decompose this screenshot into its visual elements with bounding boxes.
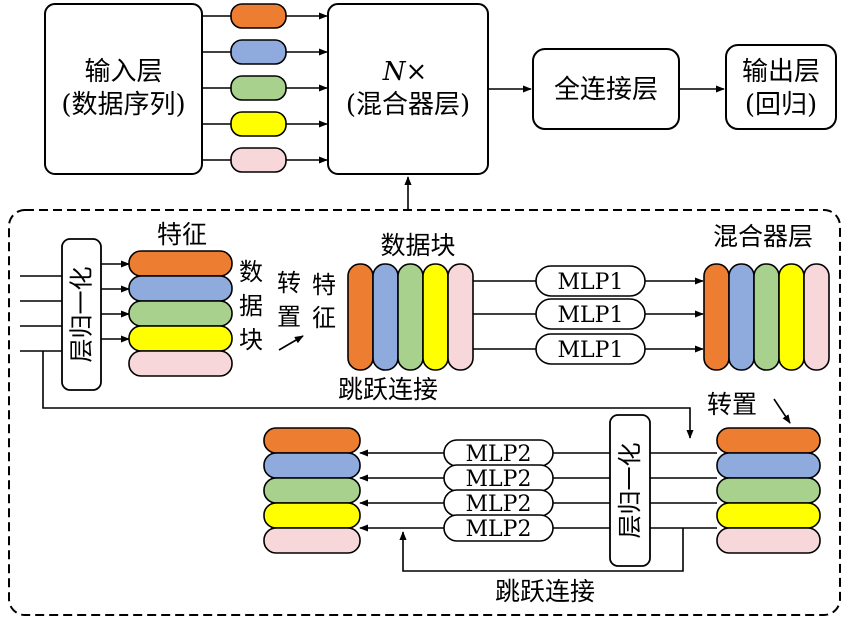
output-feature-stack bbox=[263, 427, 361, 554]
feature-stack-left bbox=[128, 250, 233, 377]
vertical-label-transpose: 转 置 bbox=[277, 269, 309, 331]
feature-bar-green bbox=[128, 300, 233, 327]
mlp2-node bbox=[443, 514, 554, 542]
skip-connection-label-2: 跳跃连接 bbox=[495, 577, 595, 606]
top-connectors bbox=[202, 12, 328, 164]
feature-bar-yellow bbox=[716, 502, 821, 529]
top-pill-pink bbox=[230, 147, 287, 173]
mlp1-label: MLP1 bbox=[558, 270, 624, 295]
top-pill-yellow bbox=[230, 111, 287, 137]
feature-bar-pink bbox=[716, 527, 821, 554]
vertical-label-data-block: 数 据 块 bbox=[239, 258, 271, 354]
feature-bar-orange bbox=[263, 427, 361, 454]
top-pill-blue bbox=[230, 39, 287, 65]
mixer-count-x: × bbox=[405, 57, 427, 87]
mlp2-group: MLP2 MLP2 MLP2 MLP2 bbox=[443, 439, 554, 542]
skip-connection-label-1: 跳跃连接 bbox=[338, 375, 438, 404]
detail-input-lines bbox=[20, 260, 130, 352]
features-label: 特征 bbox=[157, 220, 207, 249]
detail-dashed-frame bbox=[8, 209, 841, 616]
fc-layer-label: 全连接层 bbox=[554, 75, 658, 105]
input-layer-title: 输入层 bbox=[84, 57, 162, 87]
feature-bar-yellow bbox=[128, 325, 233, 352]
mlp2-label: MLP2 bbox=[466, 517, 532, 542]
top-pill-green bbox=[230, 75, 287, 101]
feature-bar-pink bbox=[128, 350, 233, 377]
transpose-arrow-2 bbox=[773, 398, 791, 424]
feature-bar-orange bbox=[716, 427, 821, 454]
mlp1-connectors bbox=[473, 277, 704, 353]
mixer-col-green bbox=[753, 263, 780, 371]
blocks-label: 数据块 bbox=[380, 231, 455, 260]
feature-bar-blue bbox=[716, 452, 821, 479]
layernorm-right-box bbox=[609, 414, 651, 567]
mixer-layer-subtitle: (混合器层) bbox=[346, 90, 470, 120]
mlp2-label: MLP2 bbox=[466, 467, 532, 492]
feature-stack-right bbox=[716, 427, 821, 554]
feature-bar-pink bbox=[263, 527, 361, 554]
mlp1-node bbox=[535, 333, 646, 365]
vertical-char: 置 bbox=[277, 303, 301, 331]
block-col-green bbox=[397, 263, 424, 371]
vertical-char: 转 bbox=[277, 269, 301, 297]
mixer-col-pink bbox=[803, 263, 830, 371]
mlp2-label: MLP2 bbox=[466, 442, 532, 467]
layernorm-left-label: 层归一化 bbox=[68, 267, 96, 363]
vertical-char: 征 bbox=[312, 304, 336, 332]
mlp1-label: MLP1 bbox=[558, 303, 624, 328]
feature-bar-yellow bbox=[263, 502, 361, 529]
vertical-char: 特 bbox=[312, 271, 336, 299]
mlp1-node bbox=[535, 265, 646, 297]
layernorm-left-box bbox=[61, 238, 102, 391]
feature-bar-blue bbox=[128, 275, 233, 302]
block-col-pink bbox=[447, 263, 474, 371]
mixer-count-n: N bbox=[382, 57, 407, 87]
output-layer-box bbox=[725, 44, 837, 130]
feature-bar-blue bbox=[263, 452, 361, 479]
transpose-arrow-1 bbox=[278, 335, 304, 351]
mixer-layer-box bbox=[327, 3, 489, 175]
data-block-stack bbox=[347, 263, 474, 371]
feature-bar-green bbox=[716, 477, 821, 504]
vertical-label-feature: 特 征 bbox=[312, 271, 344, 332]
input-layer-box bbox=[44, 3, 203, 175]
mixer-col-yellow bbox=[778, 263, 805, 371]
top-token-pills bbox=[230, 3, 287, 173]
mlp1-group: MLP1 MLP1 MLP1 bbox=[535, 265, 646, 365]
mixer-output-stack bbox=[703, 263, 830, 371]
output-layer-title: 输出层 bbox=[742, 57, 820, 87]
skip-connection-path-1 bbox=[42, 351, 694, 439]
mixer-col-blue bbox=[728, 263, 755, 371]
skip-connection-path-2 bbox=[399, 528, 684, 572]
vertical-char: 据 bbox=[239, 292, 263, 320]
block-col-blue bbox=[372, 263, 399, 371]
input-layer-subtitle: (数据序列) bbox=[61, 90, 185, 120]
block-col-orange bbox=[347, 263, 374, 371]
block-col-yellow bbox=[422, 263, 449, 371]
mlp1-label: MLP1 bbox=[558, 338, 624, 363]
mlp2-label: MLP2 bbox=[466, 492, 532, 517]
feature-bar-green bbox=[263, 477, 361, 504]
feature-bar-orange bbox=[128, 250, 233, 277]
vertical-char: 块 bbox=[239, 326, 263, 354]
vertical-char: 数 bbox=[239, 258, 263, 286]
layernorm-right-label: 层归一化 bbox=[616, 443, 644, 539]
mixer-layer-label: 混合器层 bbox=[713, 222, 813, 251]
mixer-count-label: N× bbox=[382, 57, 428, 87]
top-pill-orange bbox=[230, 3, 287, 29]
output-layer-subtitle: (回归) bbox=[745, 90, 817, 120]
mlp1-node bbox=[535, 298, 646, 330]
transpose-label-2: 转置 bbox=[707, 390, 757, 419]
mixer-col-orange bbox=[703, 263, 730, 371]
